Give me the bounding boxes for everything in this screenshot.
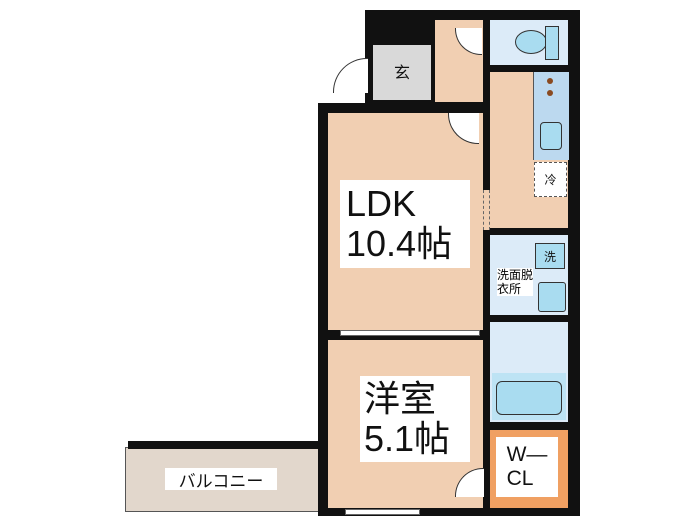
bathtub-icon [496,381,562,415]
toilet-tank-icon [545,26,559,60]
sliding-door[interactable] [340,330,480,336]
entrance-label: 玄 [393,65,410,82]
stove-burner-icon [547,90,553,96]
balcony-label: バルコニー [165,468,277,491]
entrance-door[interactable] [333,58,368,93]
closet-label: W― CL [496,437,558,497]
western-size: 5.1帖 [364,418,451,459]
western-name: 洋室 [364,378,437,419]
toilet-icon [515,30,547,54]
washer-space: 洗 [535,243,565,269]
sink-icon [540,122,562,150]
window [345,509,420,515]
washbasin-icon [538,282,566,312]
western-label: 洋室 5.1帖 [360,376,470,462]
washroom-label: 洗面脱 衣所 [497,268,534,296]
entrance [373,45,431,100]
ldk-kitchen-opening [483,190,490,230]
balcony-wall [128,441,323,449]
ldk-label: LDK 10.4帖 [340,180,470,268]
ldk-name: LDK [346,183,417,224]
fridge-space: 冷 [534,162,567,197]
ldk-size: 10.4帖 [346,223,453,264]
stove-burner-icon [547,78,553,84]
